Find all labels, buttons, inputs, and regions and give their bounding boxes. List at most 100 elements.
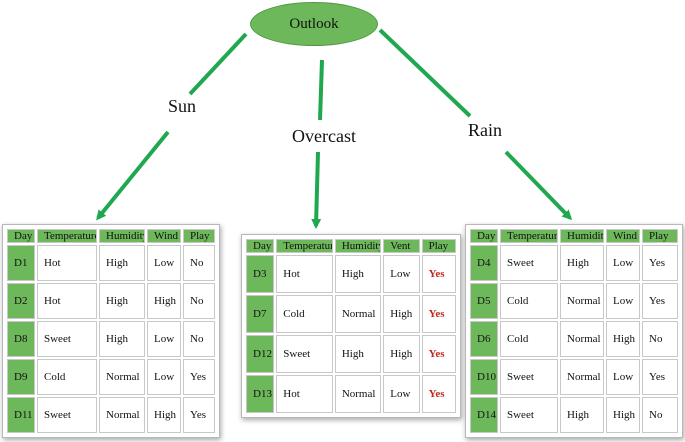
table-cell: Normal [99,397,145,433]
root-label: Outlook [289,15,339,32]
table-cell: Normal [334,295,382,333]
table-cell: No [183,321,215,357]
column-header: Humidity [560,229,604,243]
column-header: Day [7,229,35,243]
table-cell: High [560,397,604,433]
table-cell: Low [147,321,181,357]
column-header: Play [183,229,215,243]
table-cell: Yes [421,255,456,293]
day-cell: D5 [470,283,498,319]
table-cell: Yes [421,295,456,333]
table-cell: Low [383,255,420,293]
overcast-table: DayTemperatureHumidityVentPlay D3HotHigh… [241,234,461,418]
branch-label-sun: Sun [168,96,197,116]
overcast-data-table: DayTemperatureHumidityVentPlay D3HotHigh… [244,237,458,415]
table-cell: Cold [500,321,558,357]
table-cell: High [560,245,604,281]
table-cell: Normal [560,283,604,319]
day-cell: D12 [246,335,275,373]
table-cell: Low [606,359,640,395]
day-cell: D6 [470,321,498,357]
day-cell: D14 [470,397,498,433]
column-header: Wind [147,229,181,243]
edge-sun-lower [96,130,170,221]
column-header: Vent [383,239,420,253]
day-cell: D7 [246,295,275,333]
table-cell: Yes [421,375,456,413]
table-cell: Yes [642,359,678,395]
table-cell: High [147,283,181,319]
table-cell: Sweet [37,321,97,357]
day-cell: D3 [246,255,275,293]
column-header: Wind [606,229,640,243]
edge-overcast-lower [311,151,322,229]
table-cell: Hot [37,245,97,281]
column-header: Play [421,239,456,253]
edge-rain-upper [378,28,472,118]
table-cell: Sweet [500,397,558,433]
branch-label-rain: Rain [468,120,502,140]
table-cell: Normal [99,359,145,395]
table-cell: High [99,321,145,357]
table-cell: No [183,245,215,281]
table-cell: High [383,295,420,333]
table-cell: Normal [560,359,604,395]
edge-rain-lower [504,150,573,221]
table-cell: Yes [421,335,456,373]
table-cell: Yes [642,283,678,319]
day-cell: D4 [470,245,498,281]
day-cell: D13 [246,375,275,413]
edge-overcast-upper [318,59,324,121]
day-cell: D10 [470,359,498,395]
column-header: Play [642,229,678,243]
table-cell: Sweet [500,245,558,281]
column-header: Humidity [99,229,145,243]
table-cell: Hot [37,283,97,319]
table-cell: Normal [334,375,382,413]
table-cell: Low [606,245,640,281]
table-cell: Cold [276,295,333,333]
table-cell: Yes [183,359,215,395]
table-cell: High [606,397,640,433]
table-cell: Low [147,245,181,281]
table-header-row: DayTemperatureHumidityVentPlay [246,239,456,253]
column-header: Day [246,239,275,253]
day-cell: D11 [7,397,35,433]
day-cell: D1 [7,245,35,281]
table-cell: Normal [560,321,604,357]
table-cell: High [147,397,181,433]
table-cell: No [642,321,678,357]
column-header: Humidity [334,239,382,253]
table-cell: No [183,283,215,319]
table-cell: Low [147,359,181,395]
table-cell: No [642,397,678,433]
table-cell: Hot [276,255,333,293]
table-cell: Cold [500,283,558,319]
table-cell: Low [606,283,640,319]
table-cell: High [334,335,382,373]
day-cell: D9 [7,359,35,395]
table-cell: High [383,335,420,373]
table-cell: High [99,283,145,319]
table-cell: Sweet [500,359,558,395]
